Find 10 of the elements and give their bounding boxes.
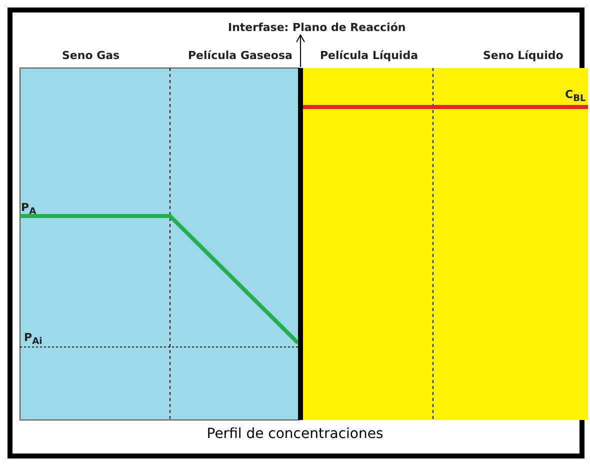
- region-label: Película Líquida: [320, 49, 418, 62]
- region-label: Seno Gas: [62, 49, 120, 62]
- variable-label: P$_{A}$: [21, 201, 36, 218]
- variable-label: C$_{BL}$: [565, 88, 586, 104]
- region-label: Seno Líquido: [483, 49, 564, 62]
- region-label: Película Gaseosa: [188, 49, 292, 62]
- interface-label: Interfase: Plano de Reacción: [228, 21, 406, 34]
- variable-label: P$_{Ai}$: [24, 331, 42, 348]
- arrow: [296, 34, 305, 68]
- caption: Perfil de concentraciones: [206, 426, 384, 442]
